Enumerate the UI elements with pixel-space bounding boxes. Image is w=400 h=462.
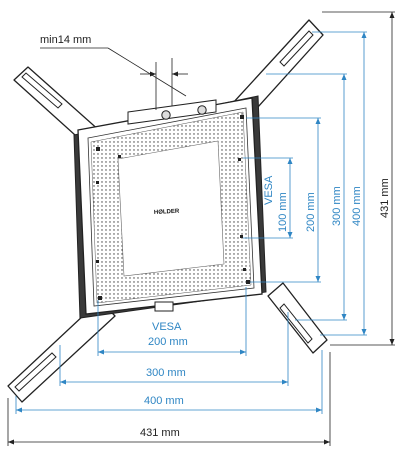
bottom-tab: [154, 301, 174, 312]
bracket-screw-right: [197, 105, 207, 115]
dim-label-100-v: 100 mm: [277, 192, 289, 232]
vesa-side-label: VESA: [263, 175, 275, 205]
vesa-holes: [96, 115, 250, 300]
slot-bottom-left: [14, 352, 57, 392]
dimension-lines: [15, 31, 367, 414]
center-plate: [117, 140, 225, 277]
dim-label-431-h: 431 mm: [140, 427, 180, 439]
frame-inner-border: [87, 107, 255, 307]
dim-label-431-v: 431 mm: [379, 178, 391, 218]
min-gap-label: min14 mm: [40, 34, 91, 46]
mount-frame: HØLDER: [73, 95, 267, 319]
vesa-bottom-label: VESA: [152, 321, 182, 333]
dim-label-300-v: 300 mm: [331, 186, 343, 226]
dim-label-200-h: 200 mm: [148, 336, 188, 348]
slot-top-right: [279, 30, 314, 67]
dimension-arrows: [16, 32, 367, 413]
dim-label-400-v: 400 mm: [351, 186, 363, 226]
brand-logo: HØLDER: [154, 209, 180, 216]
overall-dimensions: [7, 11, 395, 446]
dim-label-200-v: 200 mm: [305, 192, 317, 232]
dim-label-400-h: 400 mm: [144, 395, 184, 407]
slot-top-left: [21, 72, 63, 109]
arm-bottom-right: [267, 282, 328, 354]
arm-slots: [14, 30, 314, 392]
bracket-screw-left: [161, 110, 171, 120]
top-bracket: [127, 99, 217, 125]
dim-label-300-h: 300 mm: [146, 367, 186, 379]
